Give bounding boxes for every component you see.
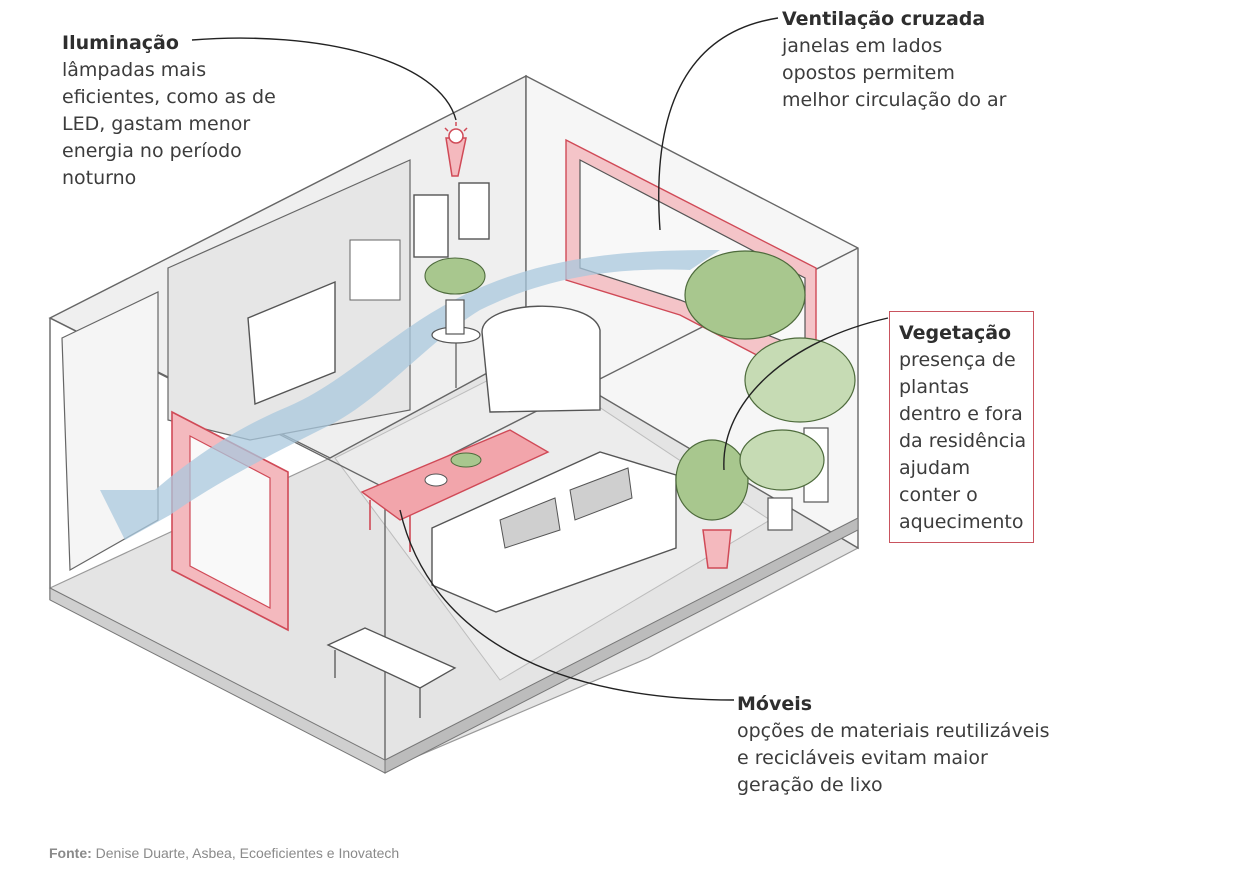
callout-vegetacao: Vegetação presença de plantas dentro e f… <box>889 311 1034 543</box>
callout-line: LED, gastam menor <box>62 113 251 135</box>
floor-slab-right <box>384 517 859 774</box>
wall-lamp-icon <box>444 122 468 177</box>
plant-pot <box>767 497 793 531</box>
indoor-plant-palm <box>744 337 856 423</box>
callout-line: melhor circulação do ar <box>782 89 1007 111</box>
source-text: Denise Duarte, Asbea, Ecoeficientes e In… <box>91 845 400 861</box>
armchair <box>481 305 601 413</box>
callout-line: janelas em lados <box>782 35 943 57</box>
red-pot <box>702 529 732 569</box>
leader-line-moveis <box>399 509 735 701</box>
callout-line: geração de lixo <box>737 774 883 796</box>
callout-line: eficientes, como as de <box>62 86 276 108</box>
coffee-table <box>360 429 550 521</box>
leader-line-ventilacao <box>658 17 779 231</box>
callout-title: Ventilação cruzada <box>782 8 986 30</box>
outdoor-plant <box>684 250 806 340</box>
callout-title: Iluminação <box>62 32 179 54</box>
callout-line: conter o <box>899 484 978 506</box>
table-plant <box>450 452 482 468</box>
picture-frame-1 <box>413 194 449 258</box>
callout-line: presença de <box>899 349 1016 371</box>
callout-line: da residência <box>899 430 1027 452</box>
callout-line: aquecimento <box>899 511 1024 533</box>
airflow-arrow <box>100 250 720 540</box>
callout-line: lâmpadas mais <box>62 59 207 81</box>
indoor-plant-small <box>424 257 486 295</box>
callout-title: Móveis <box>737 693 813 715</box>
callout-moveis: Móveis opções de materiais reutilizáveis… <box>737 691 1050 799</box>
callout-line: e recicláveis evitam maior <box>737 747 988 769</box>
leader-line-vegetacao <box>723 317 889 471</box>
callout-line: noturno <box>62 167 137 189</box>
tv-screen <box>247 280 336 406</box>
bench <box>326 627 457 689</box>
callout-line: opções de materiais reutilizáveis <box>737 720 1050 742</box>
vase <box>445 299 465 335</box>
callout-line: ajudam <box>899 457 971 479</box>
indoor-plant-bush <box>675 439 749 521</box>
callout-ventilacao: Ventilação cruzada janelas em lados opos… <box>782 6 1006 114</box>
sofa-cushion-right <box>569 467 633 521</box>
callout-iluminacao: Iluminação lâmpadas mais eficientes, com… <box>62 30 276 192</box>
source-credit: Fonte: Denise Duarte, Asbea, Ecoeficient… <box>49 845 399 861</box>
callout-title: Vegetação <box>899 322 1012 344</box>
callout-line: dentro e fora <box>899 403 1023 425</box>
tray <box>424 473 448 487</box>
callout-line: plantas <box>899 376 970 398</box>
books <box>349 239 401 301</box>
sofa-cushion-left <box>499 497 561 549</box>
source-label: Fonte: <box>49 845 92 861</box>
indoor-plant-leaves <box>739 429 825 491</box>
callout-line: opostos permitem <box>782 62 955 84</box>
picture-frame-2 <box>458 182 490 240</box>
callout-line: energia no período <box>62 140 242 162</box>
leader-line-iluminacao <box>191 37 457 121</box>
